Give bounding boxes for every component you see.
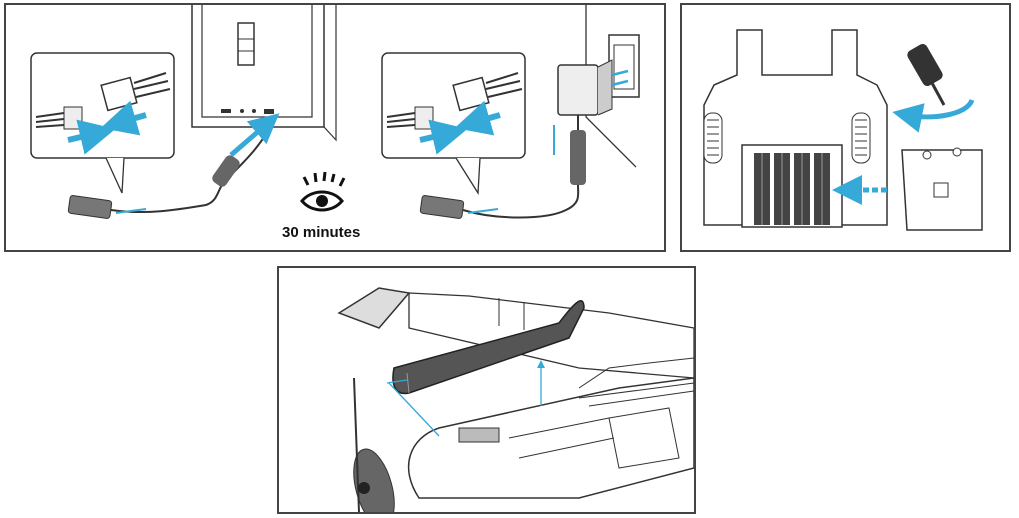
charger-plug-icon [212,155,240,187]
battery-cover-icon [901,147,983,231]
charging-steps-panel: 30 minutes [4,3,666,252]
computer-icon [191,5,337,142]
plane-battery-panel [277,266,696,514]
airplane-icon [337,287,694,512]
connector-callout-right [381,52,526,196]
charging-illustration [30,5,640,219]
wall-adapter-icon [557,59,629,130]
usb-cable [110,124,272,214]
charger-cable-plug [570,130,586,185]
battery-icon-2 [419,195,465,219]
wall-socket-icon [585,5,640,168]
remote-illustration [703,29,983,231]
battery-icon [67,195,113,219]
remote-battery-panel [680,3,1011,252]
screwdriver-icon [907,44,946,106]
connector-callout-left [30,52,175,194]
plane-illustration [337,287,694,512]
battery-bay [458,427,500,443]
charge-time-label: 30 minutes [282,224,361,241]
remote-controller-icon [703,29,888,228]
eye-icon [300,171,346,212]
